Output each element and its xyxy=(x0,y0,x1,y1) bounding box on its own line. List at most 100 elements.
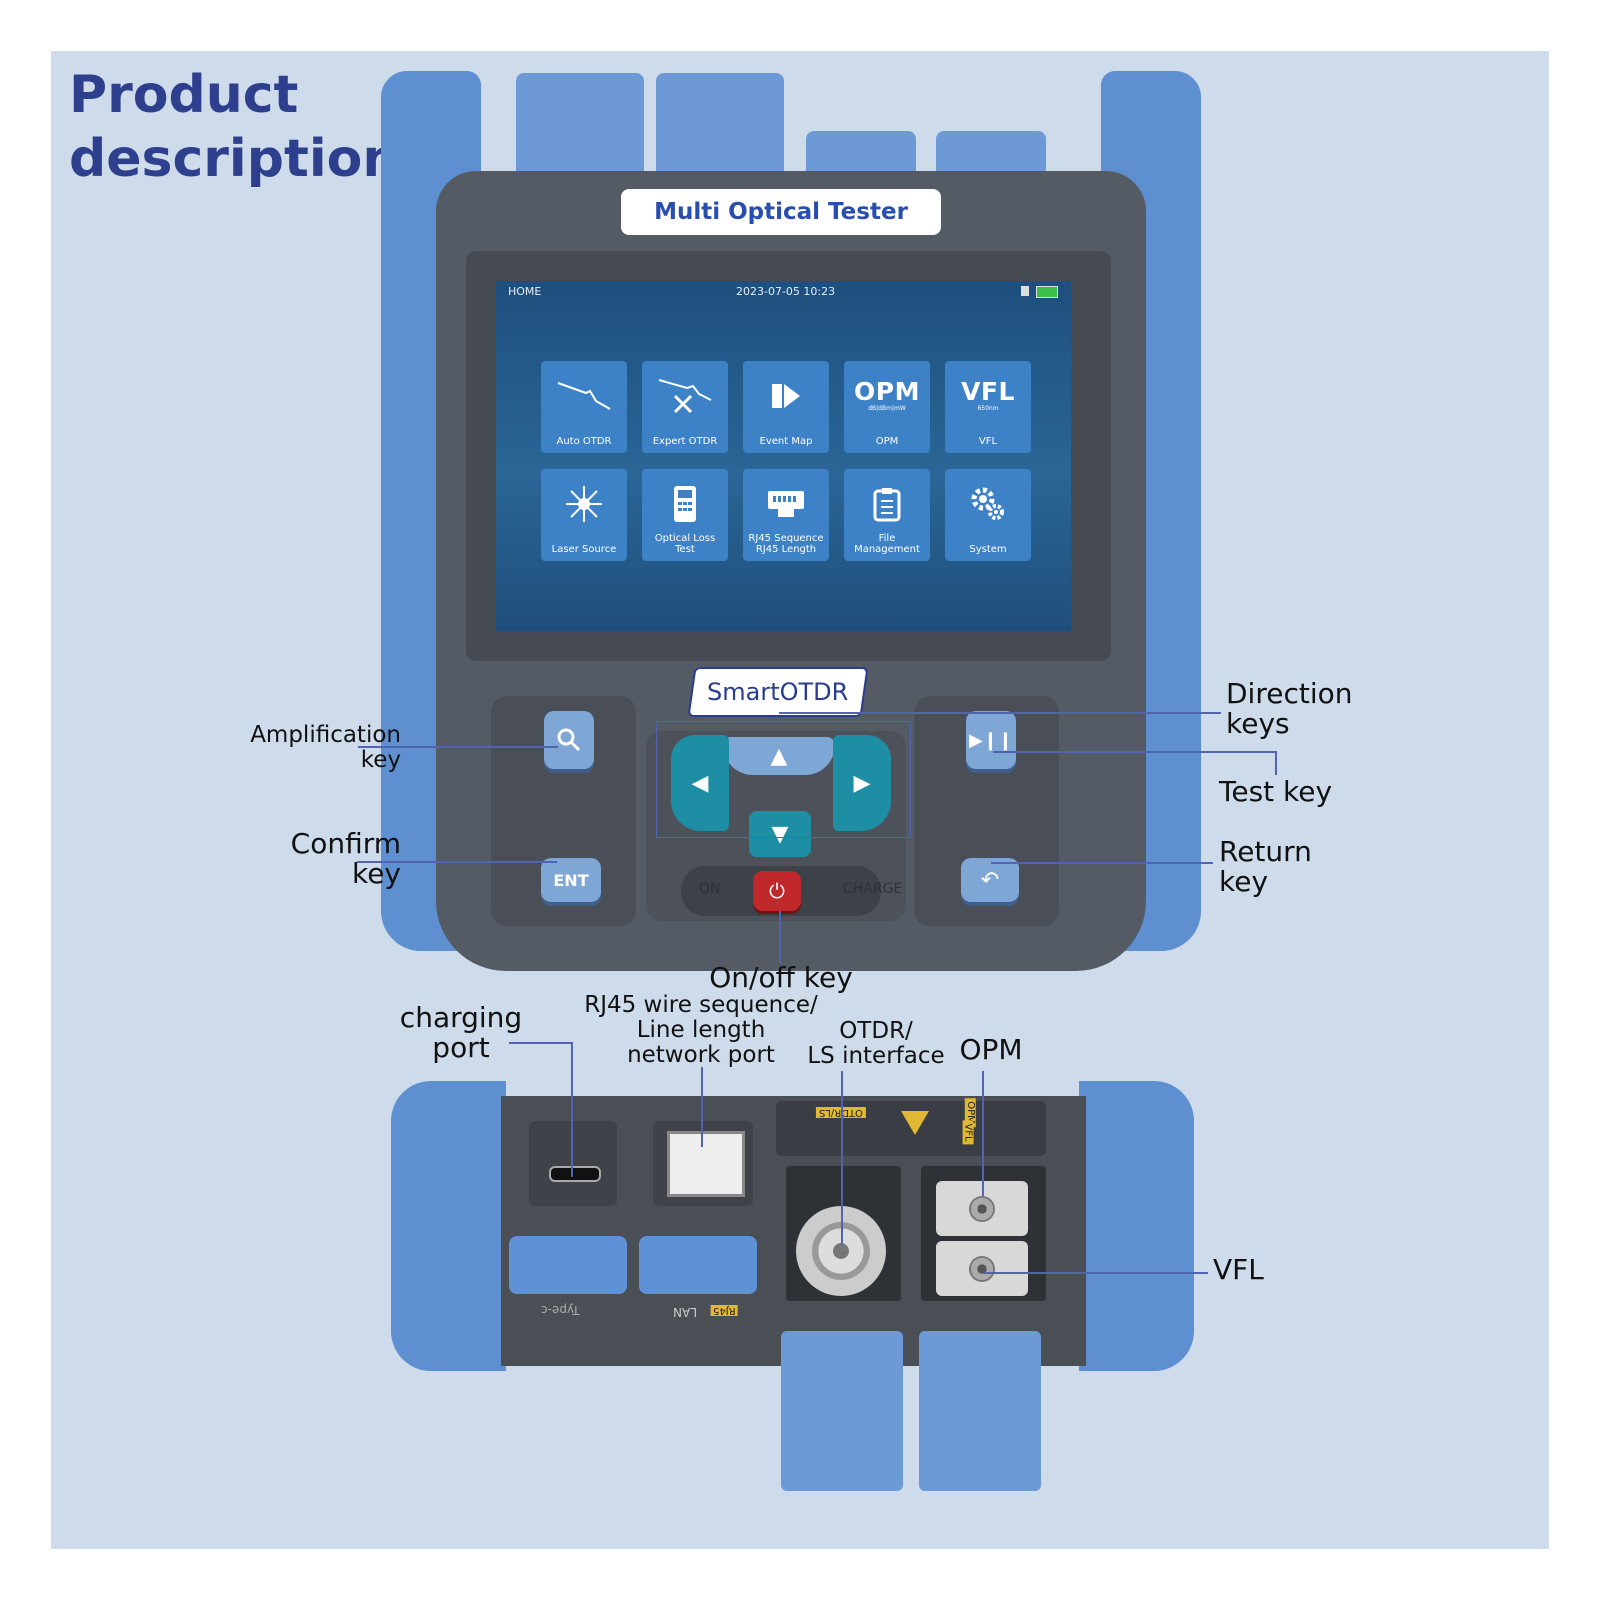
app-tile[interactable]: RJ45 Sequence RJ45 Length xyxy=(743,469,829,561)
leader-line xyxy=(993,751,1275,753)
enter-key[interactable]: ENT xyxy=(541,858,601,902)
model-badge: SmartOTDR xyxy=(687,667,869,717)
callout-confirm: Confirm key xyxy=(290,827,401,890)
app-tile-caption: RJ45 Sequence RJ45 Length xyxy=(748,533,824,555)
app-tile-caption: Auto OTDR xyxy=(556,436,612,447)
leader-line xyxy=(983,1272,1208,1274)
model-label: SmartOTDR xyxy=(707,678,849,706)
otdr-dust-cap[interactable] xyxy=(781,1331,903,1491)
on-led-label: ON xyxy=(699,881,721,897)
callout-otdr: OTDR/ LS interface xyxy=(807,1018,945,1069)
leader-line xyxy=(841,1071,843,1246)
play-pause-icon: ▶❙❙ xyxy=(968,729,1013,751)
type-c-tag: Type-c xyxy=(541,1303,580,1317)
app-tile-caption: Expert OTDR xyxy=(652,436,718,447)
bottom-bumper-left xyxy=(391,1081,506,1371)
direction-right-key[interactable]: ▶ xyxy=(833,735,891,831)
direction-keys-outline xyxy=(656,721,911,838)
charge-led-label: CHARGE xyxy=(843,881,903,897)
callout-onoff: On/off key xyxy=(709,961,853,994)
app-tile[interactable]: Expert OTDR xyxy=(642,361,728,453)
callout-test: Test key xyxy=(1219,775,1333,808)
gears-icon xyxy=(945,479,1031,529)
trace-icon xyxy=(541,371,627,421)
magnifier-icon xyxy=(557,728,581,752)
rj45-tag: RJ45 xyxy=(711,1305,738,1316)
opm-ferrule-icon xyxy=(969,1195,995,1222)
rj45-port[interactable] xyxy=(667,1131,745,1197)
power-icon: ⏻ xyxy=(769,879,785,903)
leader-line xyxy=(571,1042,573,1177)
callout-charging: charging port xyxy=(399,1001,523,1064)
app-tile-big-label: OPM xyxy=(854,377,920,406)
return-key[interactable]: ↶ xyxy=(961,858,1019,902)
opm-dust-cap[interactable] xyxy=(919,1331,1041,1491)
type-c-cover[interactable] xyxy=(509,1236,627,1294)
leader-line xyxy=(358,746,558,748)
tools-trace-icon xyxy=(642,371,728,421)
product-panel: Product description Multi Optical Tester… xyxy=(51,51,1549,1549)
enter-label: ENT xyxy=(553,870,589,890)
lan-tag: LAN xyxy=(673,1305,698,1319)
type-c-bay xyxy=(529,1121,617,1206)
app-tile[interactable]: Laser Source xyxy=(541,469,627,561)
brand-label: Multi Optical Tester xyxy=(654,199,908,225)
app-tile[interactable]: Auto OTDR xyxy=(541,361,627,453)
vfl-connector[interactable] xyxy=(936,1241,1028,1296)
direction-up-key[interactable]: ▲ xyxy=(723,737,835,775)
brand-badge: Multi Optical Tester xyxy=(621,189,941,235)
meter-icon xyxy=(642,479,728,529)
leader-line xyxy=(779,712,1221,714)
laser-burst-icon xyxy=(541,479,627,529)
rj45-cover[interactable] xyxy=(639,1236,757,1294)
app-tile[interactable]: System xyxy=(945,469,1031,561)
app-tile-sub-label: 650nm xyxy=(977,405,999,412)
status-home: HOME xyxy=(508,285,542,298)
rj45-icon xyxy=(743,479,829,529)
app-tile-caption: Laser Source xyxy=(551,544,617,555)
leader-line xyxy=(509,1042,571,1044)
amplification-key[interactable] xyxy=(544,711,594,769)
battery-icon xyxy=(1036,286,1058,298)
callout-direction: Direction keys xyxy=(1226,677,1353,740)
vfl-tag: VFL xyxy=(962,1120,974,1145)
callout-amplification: Amplification key xyxy=(250,722,401,773)
direction-down-key[interactable]: ▼ xyxy=(749,811,811,857)
app-tile[interactable]: File Management xyxy=(844,469,930,561)
device-front: Multi Optical Tester HOME 2023-07-05 10:… xyxy=(381,71,1201,971)
app-tile-caption: Event Map xyxy=(759,436,813,447)
clipboard-icon xyxy=(844,479,930,529)
leader-line xyxy=(357,861,557,863)
direction-left-key[interactable]: ◀ xyxy=(671,735,729,831)
app-tile-caption: File Management xyxy=(854,533,920,555)
callout-opm: OPM xyxy=(959,1033,1023,1066)
app-tile[interactable]: Event Map xyxy=(743,361,829,453)
return-arrow-icon: ↶ xyxy=(980,867,1000,893)
laser-warning-icon xyxy=(901,1111,929,1135)
leader-line xyxy=(982,1071,984,1196)
leader-line xyxy=(779,911,781,963)
status-bar: HOME 2023-07-05 10:23 xyxy=(496,281,1071,303)
app-tile-caption: System xyxy=(969,544,1007,555)
lock-icon xyxy=(1021,286,1029,296)
type-c-port[interactable] xyxy=(549,1166,601,1182)
touch-screen[interactable]: HOME 2023-07-05 10:23 Auto OTDR Expert OT… xyxy=(496,281,1071,631)
vfl-ferrule-icon xyxy=(969,1255,995,1282)
app-tile[interactable]: Optical Loss Test xyxy=(642,469,728,561)
test-key[interactable]: ▶❙❙ xyxy=(966,711,1016,769)
leader-line xyxy=(991,862,1213,864)
app-tile-sub-label: dB|dBm|mW xyxy=(868,405,906,412)
callout-rj45: RJ45 wire sequence/ Line length network … xyxy=(584,992,818,1068)
power-key[interactable]: ⏻ xyxy=(753,871,801,911)
page-title: Product description xyxy=(69,65,400,189)
leader-line xyxy=(1275,751,1277,775)
callout-vfl: VFL xyxy=(1213,1253,1264,1286)
event-map-icon xyxy=(743,371,829,421)
app-tile-caption: OPM xyxy=(875,436,899,447)
